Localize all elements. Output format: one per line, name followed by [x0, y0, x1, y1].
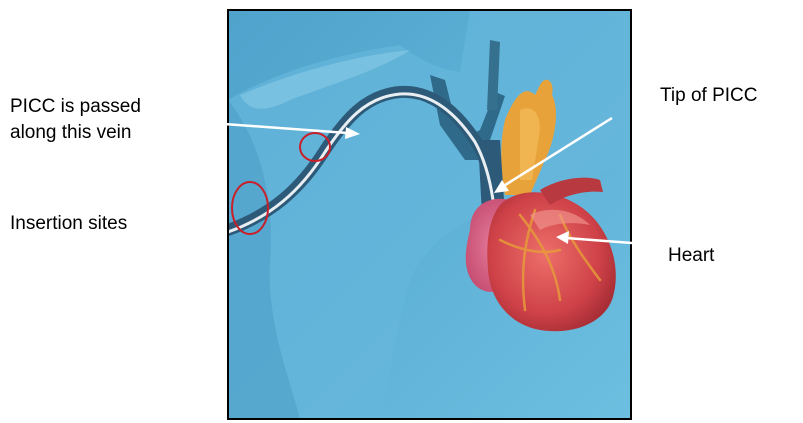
label-insertion-sites: Insertion sites	[10, 212, 127, 236]
label-picc-passed-line2: along this vein	[10, 121, 131, 145]
label-heart: Heart	[668, 244, 714, 268]
label-tip-of-picc: Tip of PICC	[660, 84, 758, 108]
label-picc-passed-line1: PICC is passed	[10, 95, 141, 119]
